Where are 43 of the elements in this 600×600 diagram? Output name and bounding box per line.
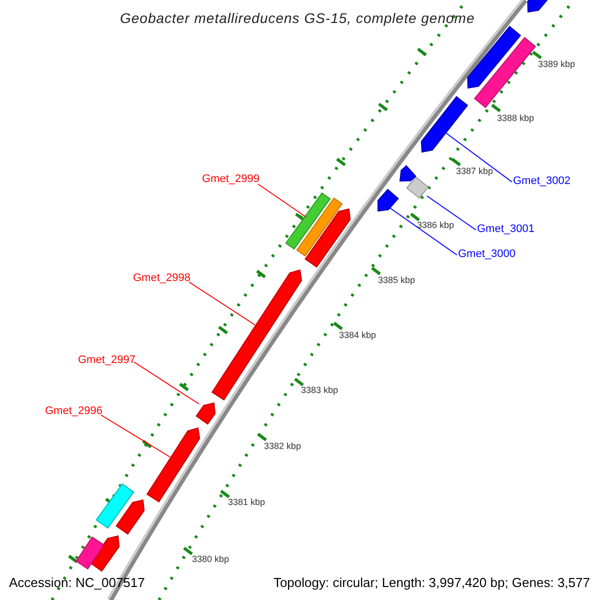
gene-feature — [211, 269, 302, 400]
gene-segment — [296, 197, 343, 257]
gene-feature — [116, 499, 145, 535]
scale-label: 3389 kbp — [538, 60, 576, 69]
scale-label: 3383 kbp — [301, 386, 338, 395]
scale-label: 3388 kbp — [497, 114, 534, 123]
scale-label: 3387 kbp — [456, 167, 494, 176]
gene-segment — [76, 536, 104, 570]
summary-text: Topology: circular; Length: 3,997,420 bp; Genes: 3,577 — [273, 576, 590, 589]
leader-line — [426, 196, 476, 230]
leader-line — [258, 184, 306, 218]
leader-line — [134, 362, 200, 404]
gene-label: Gmet_2999 — [202, 174, 260, 185]
gene-feature — [196, 402, 216, 425]
gene-segment — [96, 483, 134, 529]
scale-label: 3380 kbp — [192, 555, 230, 564]
gene-label: Gmet_2998 — [133, 273, 190, 284]
title: Geobacter metallireducens GS-15, complete genome — [120, 11, 475, 25]
gene-label: Gmet_2996 — [45, 406, 102, 417]
gene-feature — [304, 208, 351, 268]
scale-label: 3386 kbp — [417, 221, 454, 230]
gene-feature — [399, 165, 416, 182]
gene-segment — [285, 192, 331, 250]
gene-label: Gmet_3001 — [477, 224, 534, 235]
scale-label: 3385 kbp — [378, 276, 416, 285]
accession-text: Accession: NC_007517 — [9, 576, 145, 589]
scale-label: 3381 kbp — [228, 498, 266, 507]
gene-segment — [474, 36, 536, 108]
leader-line — [390, 208, 458, 256]
gene-segment — [406, 176, 429, 199]
scale-label: 3382 kbp — [264, 442, 302, 451]
gene-label: Gmet_2997 — [78, 355, 136, 366]
scale-label: 3384 kbp — [339, 331, 376, 340]
gene-feature — [146, 427, 200, 502]
leader-line — [188, 282, 256, 326]
leader-line — [100, 414, 170, 458]
gene-label: Gmet_3002 — [513, 176, 570, 187]
gene-label: Gmet_3000 — [458, 249, 516, 260]
leader-line — [446, 132, 512, 182]
gene-feature — [90, 535, 120, 572]
gene-feature — [467, 26, 522, 89]
gene-feature — [378, 188, 399, 212]
gene-feature — [420, 96, 468, 153]
